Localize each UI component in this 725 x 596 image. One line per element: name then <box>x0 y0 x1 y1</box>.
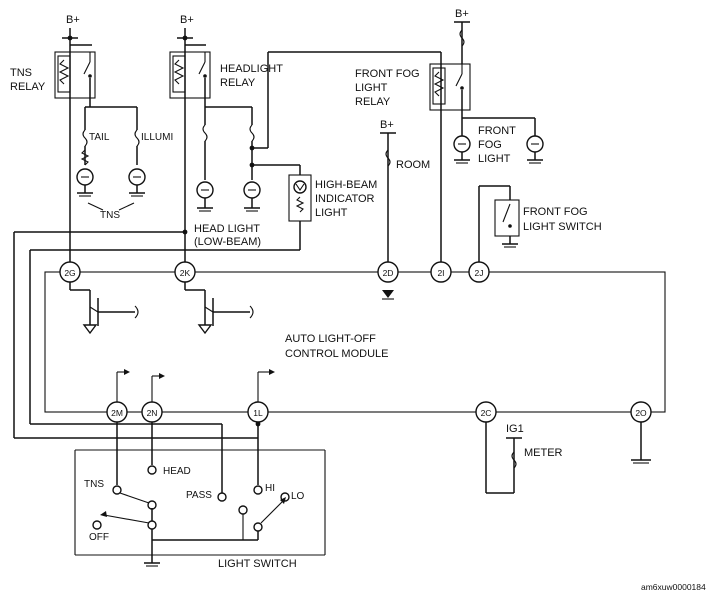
room-circuit <box>380 132 396 300</box>
meter-label: METER <box>524 447 563 459</box>
headlight-relay-label-2: RELAY <box>220 77 256 89</box>
terminal-2c-label: 2C <box>481 408 492 418</box>
terminal-2i-label: 2I <box>437 268 444 278</box>
high-beam-label-3: LIGHT <box>315 207 348 219</box>
terminal-2g <box>59 261 81 283</box>
tns-label: TNS <box>100 210 120 221</box>
terminal-1l-label: 1L <box>253 408 263 418</box>
tns-relay-label-2: RELAY <box>10 81 46 93</box>
switch-head-label: HEAD <box>163 466 191 477</box>
light-switch-label: LIGHT SWITCH <box>218 558 297 570</box>
module-box <box>44 271 666 413</box>
fog-switch-label-2: LIGHT SWITCH <box>523 221 602 233</box>
fog-switch-label-1: FRONT FOG <box>523 206 588 218</box>
fog-light-label-3: LIGHT <box>478 153 511 165</box>
terminal-2m-label: 2M <box>111 408 123 418</box>
tns-relay <box>54 28 146 272</box>
fog-relay-label-1: FRONT FOG <box>355 68 420 80</box>
tns-relay-label-1: TNS <box>10 67 32 79</box>
terminals: 2G 2K 2D 2I 2J 2M 2N 1L 2C 2O <box>59 261 652 427</box>
terminal-2k <box>174 261 196 283</box>
terminal-2i <box>430 261 452 283</box>
fog-relay-label-2: LIGHT <box>355 82 388 94</box>
high-beam-label-2: INDICATOR <box>315 193 375 205</box>
room-label: ROOM <box>396 159 430 171</box>
head-light-label-1: HEAD LIGHT <box>194 223 260 235</box>
figure-code: am6xuw0000184 <box>641 582 706 592</box>
bplus-label-fog: B+ <box>455 8 469 20</box>
switch-pass-label: PASS <box>186 490 212 501</box>
terminal-2n <box>141 401 163 423</box>
illumi-label: ILLUMI <box>141 132 173 143</box>
terminal-2g-label: 2G <box>64 268 75 278</box>
terminal-2d <box>377 261 399 283</box>
ig1-label: IG1 <box>506 423 524 435</box>
terminal-2n-label: 2N <box>147 408 158 418</box>
front-fog-relay <box>429 21 544 272</box>
switch-lo-label: LO <box>291 491 305 502</box>
module-transistors <box>69 272 275 412</box>
terminal-2k-label: 2K <box>180 268 191 278</box>
head-light-label-2: (LOW-BEAM) <box>194 236 261 248</box>
headlight-relay-label-1: HEADLIGHT <box>220 63 283 75</box>
light-switch <box>74 412 326 567</box>
terminal-2m <box>106 401 128 423</box>
switch-tns-label: TNS <box>84 479 104 490</box>
switch-off-label: OFF <box>89 532 109 543</box>
module-label-line2: CONTROL MODULE <box>285 348 389 360</box>
terminal-2o <box>630 401 652 423</box>
terminal-2c <box>475 401 497 423</box>
fog-light-label-1: FRONT <box>478 125 516 137</box>
terminal-2j-label: 2J <box>475 268 484 278</box>
bplus-label-tns: B+ <box>66 14 80 26</box>
terminal-2j <box>468 261 490 283</box>
terminal-2o-label: 2O <box>635 408 647 418</box>
switch-hi-label: HI <box>265 483 275 494</box>
bplus-label-room: B+ <box>380 119 394 131</box>
headlight-relay <box>13 28 441 493</box>
tail-label: TAIL <box>89 132 110 143</box>
bplus-label-head: B+ <box>180 14 194 26</box>
fog-light-label-2: FOG <box>478 139 502 151</box>
terminal-2d-label: 2D <box>383 268 394 278</box>
high-beam-label-1: HIGH-BEAM <box>315 179 377 191</box>
fog-relay-label-3: RELAY <box>355 96 391 108</box>
module-label-line1: AUTO LIGHT-OFF <box>285 333 376 345</box>
front-fog-light-switch <box>478 185 520 272</box>
